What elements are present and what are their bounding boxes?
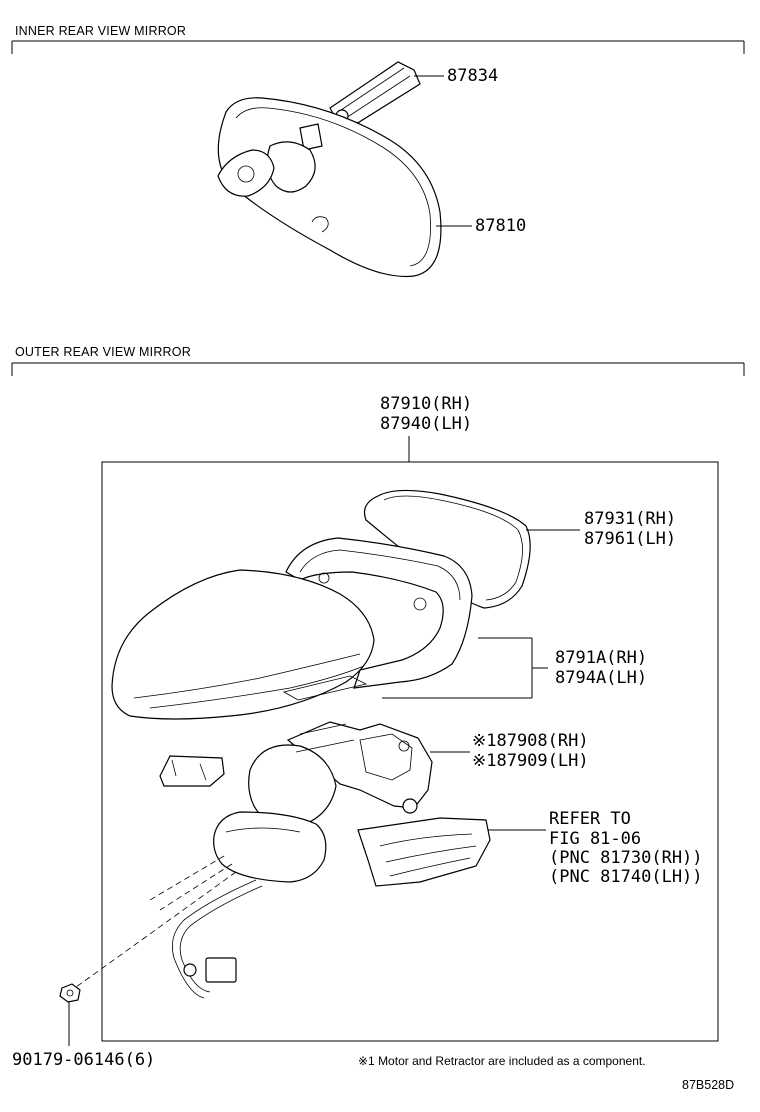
label-cover-rh: 8791A(RH): [555, 648, 648, 668]
assembly-frame: [101, 461, 719, 1042]
footnote: ※1 Motor and Retractor are included as a…: [358, 1054, 646, 1068]
label-glass-lh: 87961(LH): [584, 529, 677, 549]
outer-section-title: OUTER REAR VIEW MIRROR: [15, 345, 191, 359]
inner-mirror-mount-bracket: [329, 61, 421, 127]
label-87834: 87834: [447, 66, 499, 86]
label-87810: 87810: [475, 216, 527, 236]
mirror-base: [213, 811, 327, 883]
turn-signal-lamp: [357, 817, 491, 887]
label-refer-line1: REFER TO: [549, 809, 631, 829]
motor-retractor: [248, 721, 433, 827]
wire-harness: [171, 879, 263, 999]
leader-cover-bracket: [382, 637, 548, 699]
label-motor-rh: ※187908(RH): [472, 731, 589, 751]
label-assembly-lh: 87940(LH): [380, 414, 473, 434]
label-refer-line4: (PNC 81740(LH)): [549, 867, 703, 887]
label-cover-lh: 8794A(LH): [555, 668, 648, 688]
mirror-glass: [363, 489, 531, 609]
outer-section-bracket: [11, 362, 745, 376]
mirror-housing: [111, 569, 375, 720]
figure-code: 87B528D: [682, 1078, 735, 1092]
label-nut: 90179-06146(6): [12, 1050, 156, 1070]
inner-section-bracket: [11, 40, 745, 54]
label-assembly-rh: 87910(RH): [380, 394, 473, 414]
label-glass-rh: 87931(RH): [584, 509, 677, 529]
stud-leader-lines: [71, 855, 237, 991]
base-cover-piece: [159, 755, 225, 787]
label-refer-line2: FIG 81-06: [549, 829, 642, 849]
nut-part: [59, 983, 81, 1003]
label-refer-line3: (PNC 81730(RH)): [549, 848, 703, 868]
label-motor-lh: ※187909(LH): [472, 751, 589, 771]
mirror-cover-frame: [285, 537, 473, 689]
inner-mirror-body: [217, 97, 442, 278]
inner-section-title: INNER REAR VIEW MIRROR: [15, 24, 187, 38]
